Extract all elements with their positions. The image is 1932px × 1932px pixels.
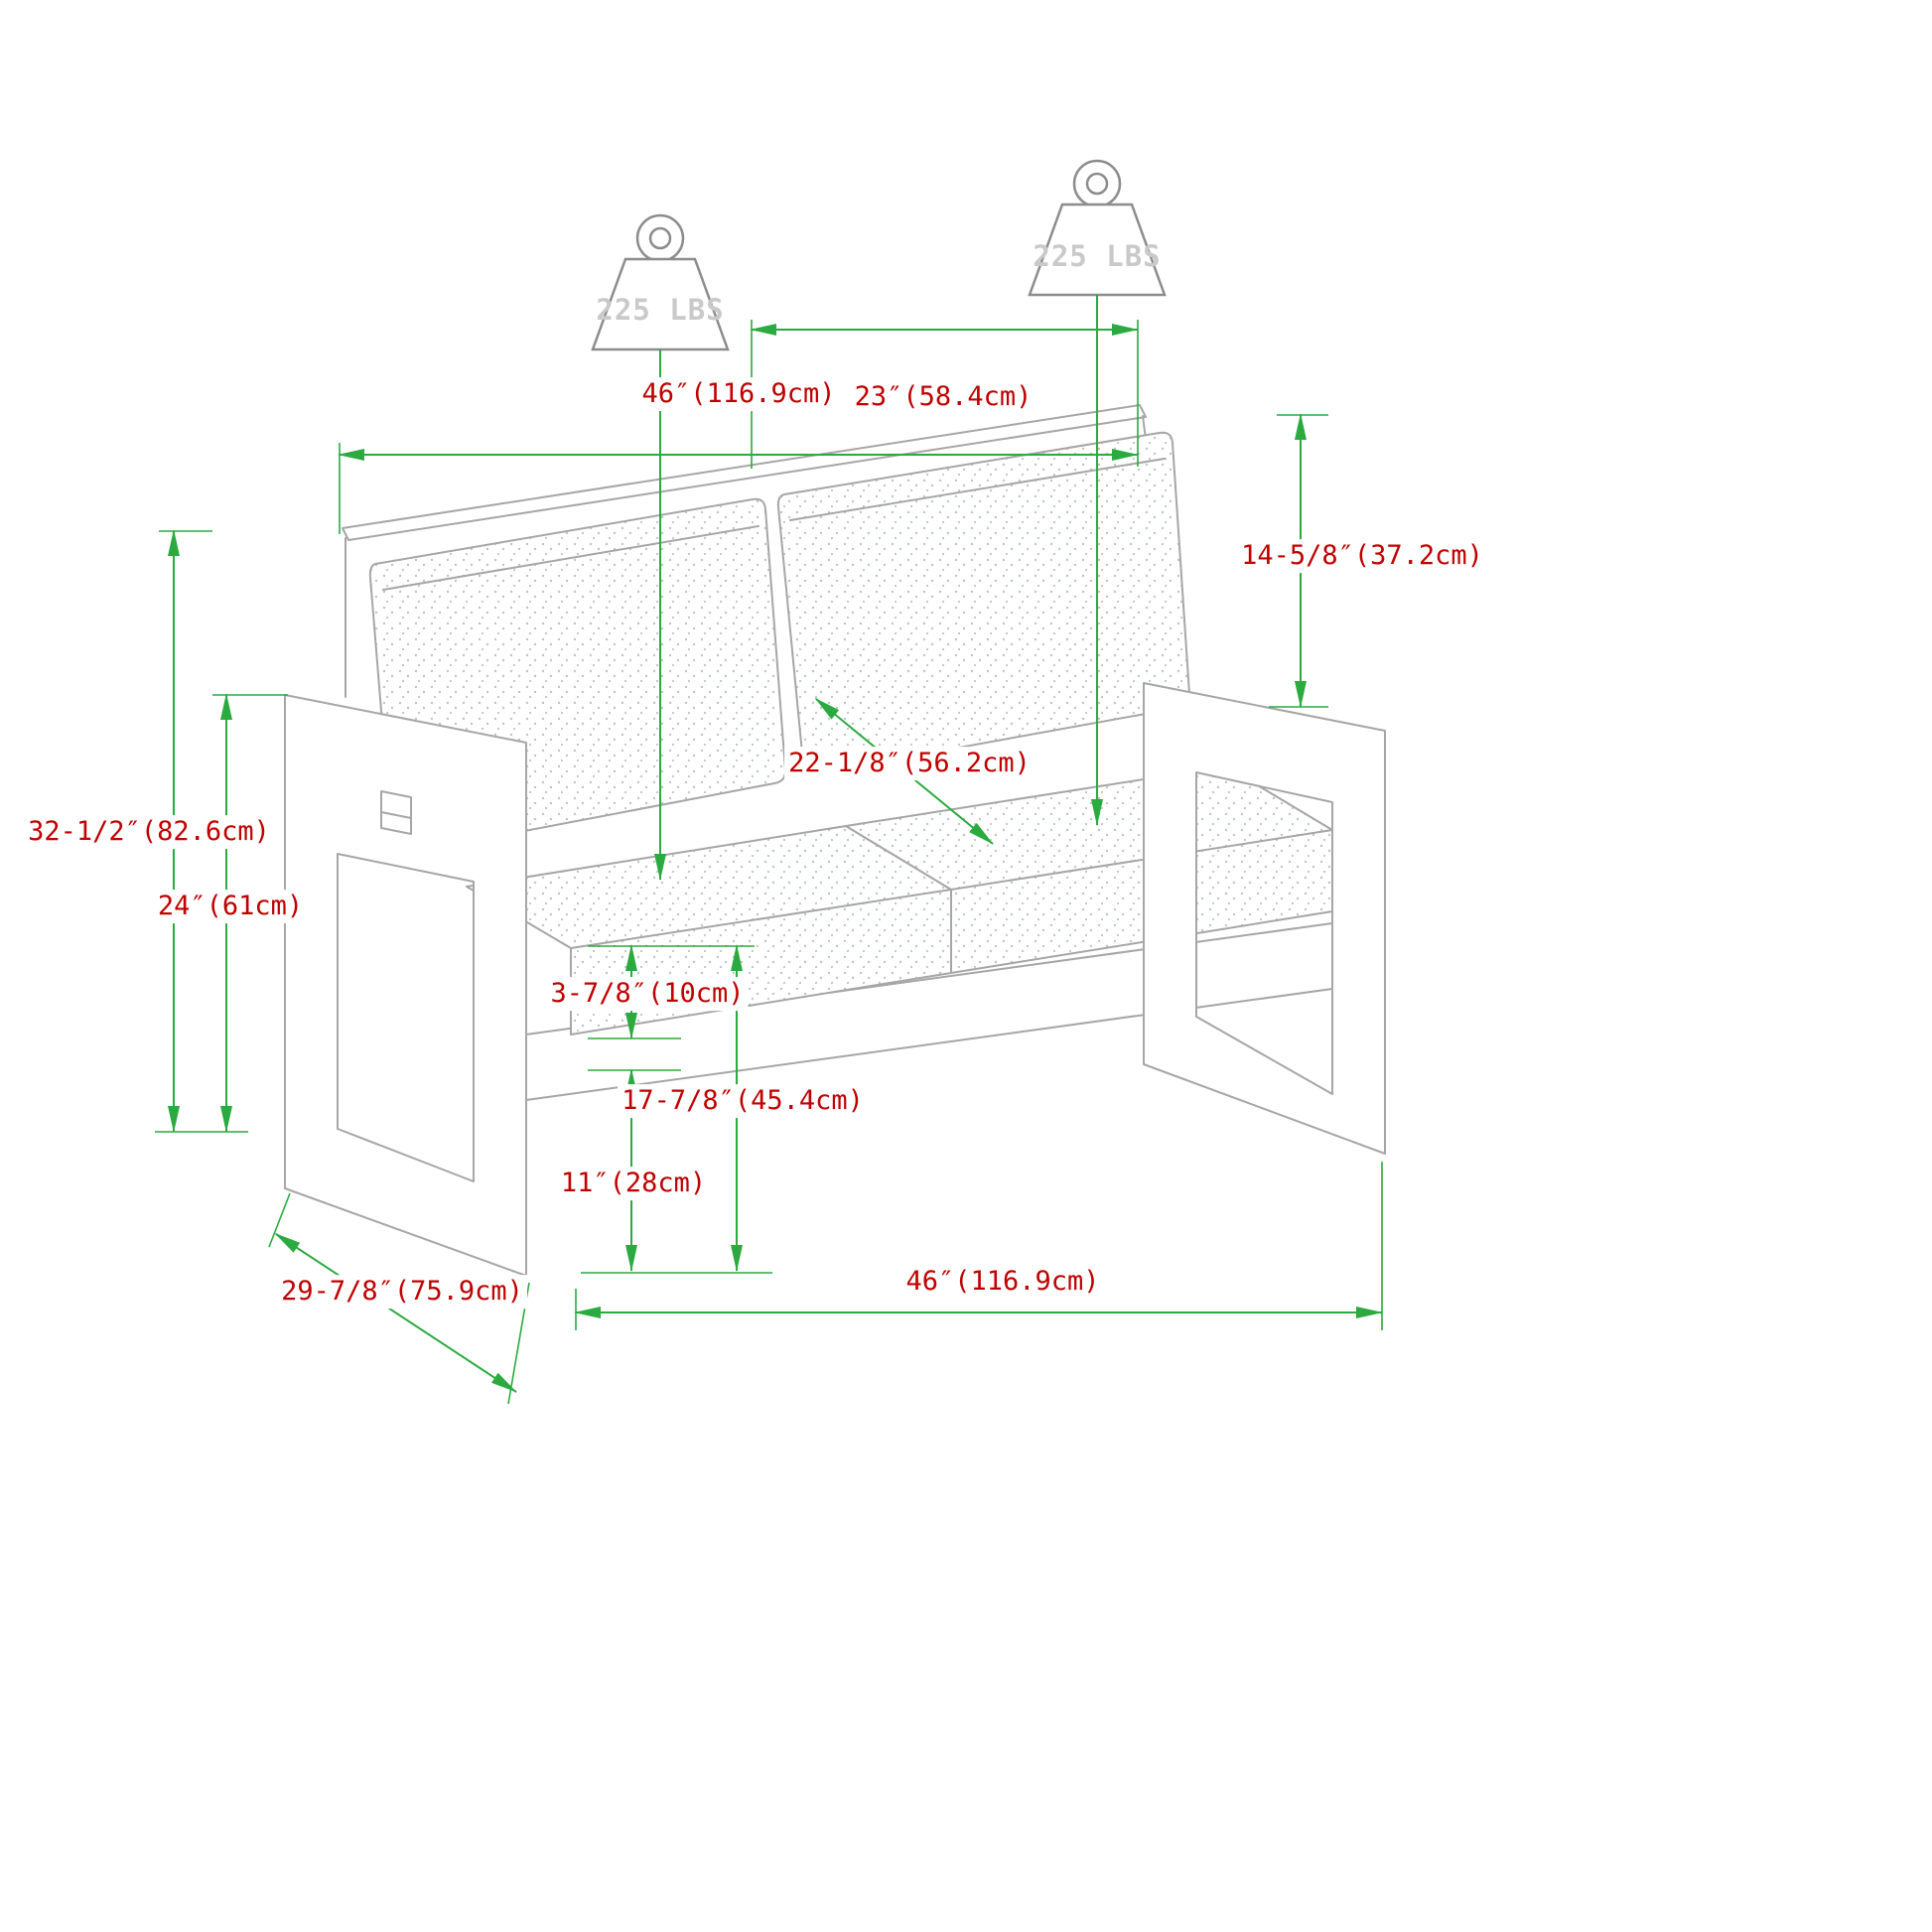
dim-label-seat-depth: 22-1/8″(56.2cm) [784, 747, 1035, 780]
weight-capacity-label-right: 225 LBS [1033, 239, 1162, 273]
back-cushion-right [776, 431, 1191, 775]
ext-line [268, 1192, 291, 1248]
dim-label-back-cushion-height: 14-5/8″(37.2cm) [1237, 539, 1487, 573]
sofa-arm-bracket-line [380, 811, 412, 819]
sofa-drawing [284, 404, 1386, 1277]
dim-label-overall-width-bottom: 46″(116.9cm) [901, 1265, 1104, 1299]
back-cushion-left-piping [382, 525, 759, 591]
dim-label-seat-width: 23″(58.4cm) [850, 380, 1036, 414]
sofa-back-rail [342, 404, 1147, 541]
sofa-arm-bracket [380, 790, 412, 835]
weight-ring-hole-icon [648, 226, 672, 250]
dim-label-arm-height: 24″(61cm) [153, 890, 308, 923]
weight-capacity-label-left: 225 LBS [596, 293, 725, 327]
dim-label-seat-height: 17-7/8″(45.4cm) [618, 1084, 868, 1118]
sofa-left-arm [284, 694, 527, 1277]
weight-body-icon [1028, 203, 1167, 297]
seat-cushion-left-edge [570, 889, 952, 949]
sofa-right-arm [1143, 682, 1386, 1155]
dim-label-clearance-height: 11″(28cm) [556, 1167, 711, 1200]
weight-icon-left [591, 213, 730, 351]
dim-label-overall-width-top: 46″(116.9cm) [637, 377, 840, 411]
weight-ring-hole-icon [1085, 172, 1109, 196]
dim-label-overall-height: 32-1/2″(82.6cm) [24, 815, 274, 849]
back-cushion-right-piping [789, 458, 1166, 521]
dim-label-cushion-thickness: 3-7/8″(10cm) [546, 977, 749, 1011]
dim-line-overall-depth [274, 1232, 517, 1393]
weight-icon-right [1028, 159, 1167, 297]
weight-body-icon [591, 257, 730, 351]
seat-cushion-right-edge [950, 829, 1333, 891]
dim-label-overall-depth: 29-7/8″(75.9cm) [277, 1275, 527, 1309]
